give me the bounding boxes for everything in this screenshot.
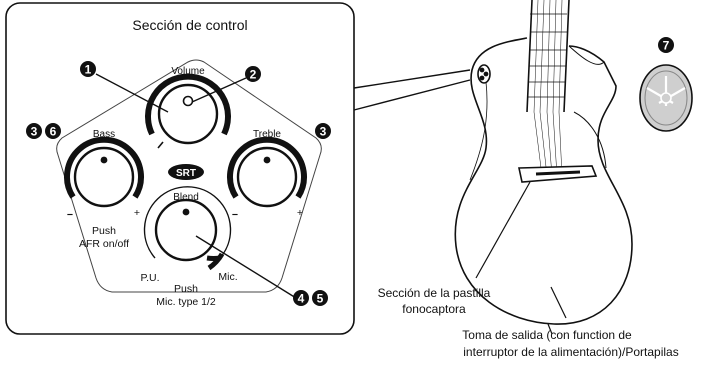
blend-scale-thin-arc xyxy=(143,186,232,259)
svg-text:3: 3 xyxy=(31,125,38,139)
volume-min-tick xyxy=(157,141,164,149)
srt-logo: SRT xyxy=(168,164,204,180)
guitar-body-outline xyxy=(454,37,633,325)
leader-line-1 xyxy=(95,73,169,113)
blend-scale-thick-arc xyxy=(206,252,225,271)
treble-knob-cap xyxy=(236,146,298,208)
treble-scale-arc xyxy=(227,136,307,199)
leader-line-2 xyxy=(191,77,247,103)
yamaha-logo-medallion xyxy=(639,64,693,132)
blend-label: Blend xyxy=(173,192,199,203)
badge-3-bass: 3 xyxy=(26,123,42,139)
volume-led-indicator xyxy=(182,95,194,107)
pickup-leader-line xyxy=(475,181,531,279)
bass-pointer-dot xyxy=(100,156,108,164)
guitar-strings-neck xyxy=(533,0,563,113)
blend-push-line1: Push xyxy=(174,283,198,295)
guitar-endpin xyxy=(547,323,553,335)
bass-label: Bass xyxy=(93,129,115,140)
guitar-saddle xyxy=(535,170,581,176)
guitar-neck xyxy=(526,0,570,113)
badge-5: 5 xyxy=(312,290,328,306)
srt-logo-text: SRT xyxy=(176,168,196,179)
guitar-cutaway xyxy=(568,45,605,65)
svg-text:7: 7 xyxy=(663,39,670,53)
badge-4: 4 xyxy=(293,290,309,306)
treble-minus-label: − xyxy=(232,209,238,221)
bass-knob-cap xyxy=(73,146,135,208)
guitar-illustration xyxy=(454,0,633,335)
bass-plus-label: + xyxy=(134,207,140,219)
zoom-line-bottom xyxy=(353,79,471,111)
blend-mic-label: Mic. xyxy=(218,271,237,283)
volume-knob-cap xyxy=(157,83,219,145)
volume-knob[interactable] xyxy=(145,73,231,149)
pickup-callout-line2: fonocaptora xyxy=(402,302,466,316)
blend-knob[interactable] xyxy=(143,186,232,271)
treble-pointer-dot xyxy=(263,156,271,164)
bass-minus-label: − xyxy=(67,209,73,221)
volume-label: Volume xyxy=(171,66,205,77)
guitar-frets xyxy=(528,13,567,98)
treble-knob[interactable] xyxy=(227,136,307,208)
treble-plus-label: + xyxy=(297,207,303,219)
blend-pointer-dot xyxy=(182,208,190,216)
badge-3-treble: 3 xyxy=(315,123,331,139)
svg-text:3: 3 xyxy=(320,125,327,139)
output-callout-line1: Toma de salida (con function de xyxy=(462,328,632,342)
volume-scale-arc xyxy=(145,73,231,136)
leader-line-4 xyxy=(195,235,297,299)
bass-knob[interactable] xyxy=(64,136,144,208)
badge-7: 7 xyxy=(658,37,674,53)
output-leader-line xyxy=(550,286,567,319)
treble-label: Treble xyxy=(253,129,281,140)
svg-text:5: 5 xyxy=(317,292,324,306)
output-callout-line2: interruptor de la alimentación)/Portapil… xyxy=(463,345,678,359)
bass-scale-arc xyxy=(64,136,144,199)
badge-2: 2 xyxy=(245,66,261,82)
blend-pu-label: P.U. xyxy=(140,272,159,284)
blend-knob-cap xyxy=(154,198,218,262)
svg-text:2: 2 xyxy=(250,68,257,82)
pickup-callout-line1: Sección de la pastilla xyxy=(378,286,491,300)
guitar-strings-body xyxy=(533,111,563,177)
zoom-line-top xyxy=(353,69,471,89)
blend-push-line2: Mic. type 1/2 xyxy=(156,296,216,308)
bass-push-line1: Push xyxy=(92,225,116,237)
svg-text:6: 6 xyxy=(50,125,57,139)
svg-text:1: 1 xyxy=(85,63,92,77)
control-plate xyxy=(56,59,322,293)
guitar-binding-line xyxy=(469,81,488,181)
badge-1: 1 xyxy=(80,61,96,77)
svg-text:4: 4 xyxy=(298,292,305,306)
panel-title: Sección de control xyxy=(132,17,247,33)
guitar-soundhole-arc xyxy=(573,111,607,169)
bass-push-line2: AFR on/off xyxy=(79,238,129,250)
badge-6: 6 xyxy=(45,123,61,139)
